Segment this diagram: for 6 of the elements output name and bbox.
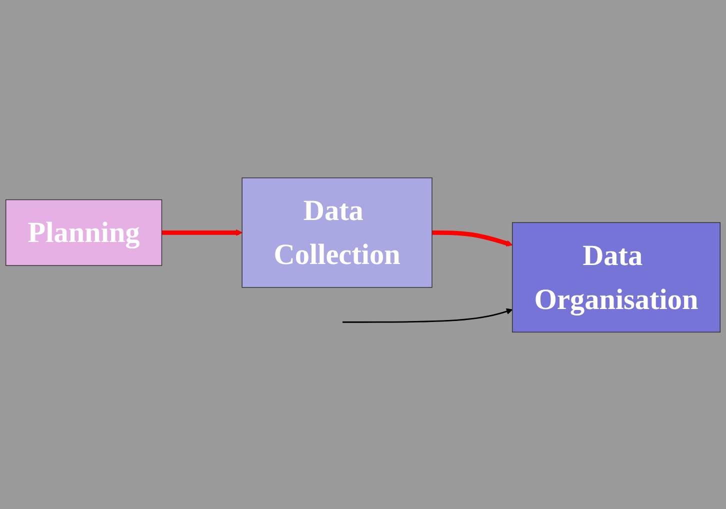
- node-box: Data Collection: [242, 176, 432, 288]
- arrow: [432, 230, 513, 246]
- arrow: [162, 228, 242, 236]
- arrow: [342, 308, 513, 322]
- node-box: Planning: [5, 198, 162, 266]
- node-box: Data Organisation: [512, 222, 721, 332]
